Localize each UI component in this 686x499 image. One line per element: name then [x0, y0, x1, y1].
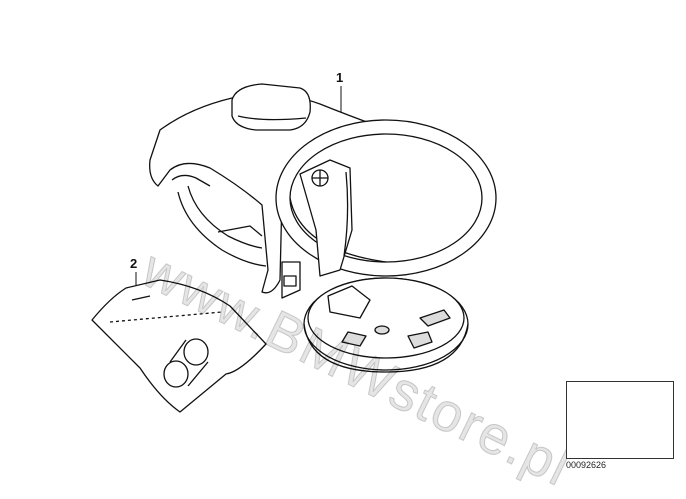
parts-diagram	[91, 83, 668, 448]
diagram-part-number: 00092626	[566, 460, 607, 470]
callout-number-1: 1	[336, 70, 344, 85]
callout-number-2: 2	[130, 256, 138, 271]
parts-bag	[91, 279, 267, 413]
vehicle-thumbnail-frame	[566, 381, 674, 459]
cup-holder-assembly	[149, 83, 497, 373]
